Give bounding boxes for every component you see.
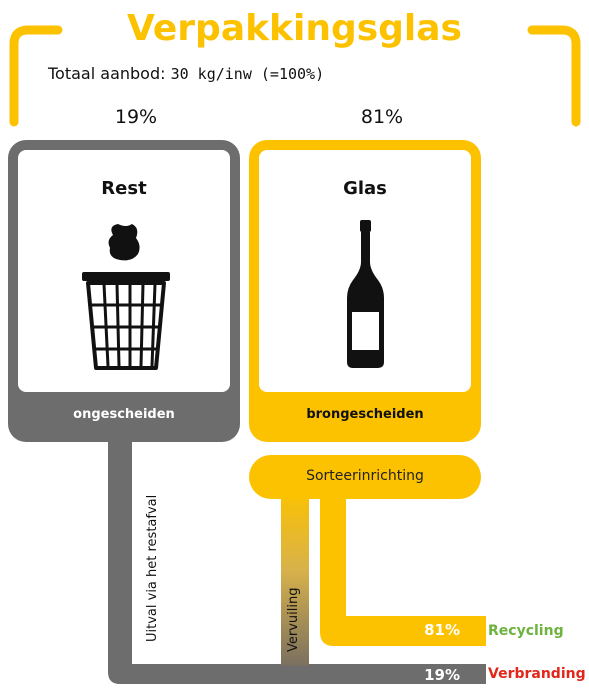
rest-flow-down (108, 440, 132, 670)
total-supply-value: 30 kg/inw (=100%) (170, 65, 325, 83)
waste-basket-icon (82, 224, 170, 370)
rest-bin-title: Rest (101, 178, 147, 199)
page-title: Verpakkingsglas (126, 8, 462, 49)
sorting-facility-label: Sorteerinrichting (306, 468, 424, 484)
title-bracket (9, 25, 581, 127)
incineration-flow (108, 650, 486, 684)
recycling-percent: 81% (424, 621, 460, 639)
residual-path-label: Uitval via het restafval (145, 494, 160, 642)
contamination-label: Vervuiling (286, 587, 301, 653)
sorting-facility-pill (249, 455, 481, 499)
glas-bin-title: Glas (343, 178, 387, 199)
contamination-flow (281, 490, 309, 666)
incineration-label: Verbranding (488, 666, 586, 682)
rest-percent: 19% (114, 106, 158, 128)
glas-percent: 81% (360, 106, 404, 128)
recycling-flow (320, 490, 486, 646)
recycling-label: Recycling (488, 623, 564, 639)
glas-bin-band: brongescheiden (306, 407, 424, 422)
bottle-icon (347, 220, 384, 368)
incineration-percent: 19% (424, 666, 460, 684)
rest-bin-band: ongescheiden (73, 407, 175, 422)
rest-bin-panel (18, 150, 230, 392)
total-supply: Totaal aanbod: 30 kg/inw (=100%) (48, 64, 324, 83)
total-supply-label: Totaal aanbod: (48, 64, 166, 83)
